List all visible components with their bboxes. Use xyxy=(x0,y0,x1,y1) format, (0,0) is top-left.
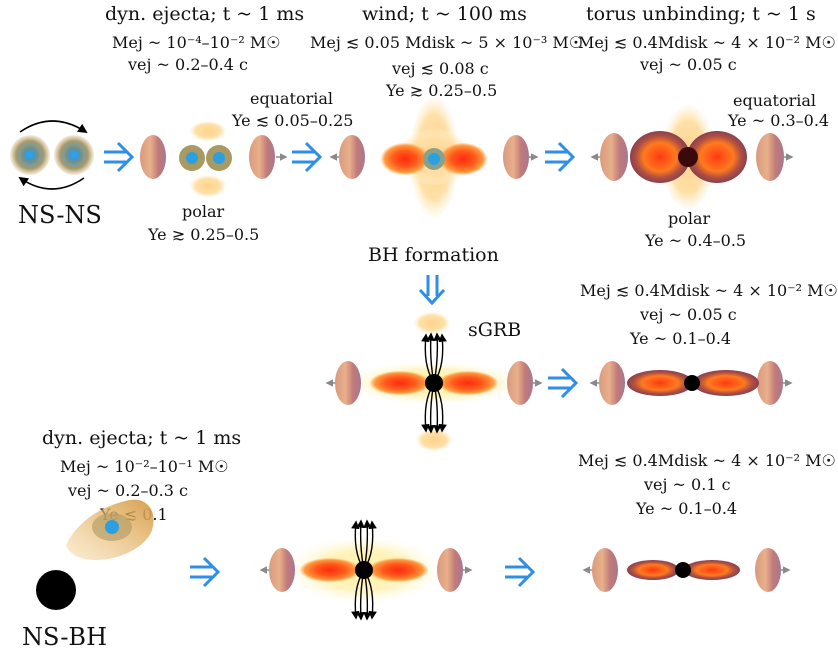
nsbh-dyn-vel: vej ~ 0.2–0.3 c xyxy=(68,481,188,500)
nsns-label: NS-NS xyxy=(18,201,102,229)
nsns-dyn-mass: Mej ~ 10⁻⁴–10⁻² M☉ xyxy=(112,33,281,52)
nsbh-dyn-title: dyn. ejecta; t ~ 1 ms xyxy=(42,427,242,449)
flow-arrow-5 xyxy=(188,556,220,588)
flow-arrow-1 xyxy=(102,141,134,173)
nsbh-bh-jet xyxy=(259,519,473,621)
flow-arrow-2 xyxy=(290,141,322,173)
sgrb-label: sGRB xyxy=(468,319,522,341)
wind-title: wind; t ~ 100 ms xyxy=(362,3,527,25)
bh-vel: vej ~ 0.05 c xyxy=(640,305,737,324)
polar1-ye: Ye ≳ 0.25–0.5 xyxy=(148,225,260,244)
equatorial1-label: equatorial xyxy=(250,89,334,108)
stage-dyn-ejecta xyxy=(140,121,288,197)
wind-ye: Ye ≳ 0.25–0.5 xyxy=(386,81,498,100)
equatorial2-label: equatorial xyxy=(733,91,817,110)
bh-formation-arrow xyxy=(418,275,446,306)
bh-formation-label: BH formation xyxy=(368,244,499,266)
torus-mass: Mej ≲ 0.4Mdisk ~ 4 × 10⁻² M☉ xyxy=(578,33,836,52)
equatorial2-ye: Ye ~ 0.3–0.4 xyxy=(728,111,830,130)
nsbh-dyn-mass: Mej ~ 10⁻²–10⁻¹ M☉ xyxy=(60,457,229,476)
wind-mass: Mej ≲ 0.05 Mdisk ~ 5 × 10⁻³ M☉ xyxy=(310,33,584,52)
stage-wind xyxy=(329,97,539,217)
wind-vel: vej ≲ 0.08 c xyxy=(392,59,489,78)
stage-torus xyxy=(590,105,794,209)
polar2-ye: Ye ~ 0.4–0.5 xyxy=(645,231,747,250)
polar2-label: polar xyxy=(668,209,711,228)
nsns-dyn-title: dyn. ejecta; t ~ 1 ms xyxy=(105,3,305,25)
nsbh-vel: vej ~ 0.1 c xyxy=(644,475,731,494)
flow-arrow-6 xyxy=(503,556,535,588)
torus-vel: vej ~ 0.05 c xyxy=(640,55,737,74)
stage-bh-jet xyxy=(325,312,543,451)
bh-ye: Ye ~ 0.1–0.4 xyxy=(630,329,732,348)
stage-bh-torus xyxy=(589,361,793,405)
flow-arrow-3 xyxy=(543,141,575,173)
nsbh-system xyxy=(36,499,154,610)
nsbh-mass: Mej ≲ 0.4Mdisk ~ 4 × 10⁻² M☉ xyxy=(578,451,836,470)
nsbh-torus xyxy=(582,548,791,592)
nsns-dyn-vel: vej ~ 0.2–0.4 c xyxy=(128,55,248,74)
equatorial1-ye: Ye ≲ 0.05–0.25 xyxy=(232,111,354,130)
flow-arrow-4 xyxy=(546,367,578,399)
nsbh-label: NS-BH xyxy=(22,623,107,651)
torus-title: torus unbinding; t ~ 1 s xyxy=(586,3,816,25)
nsns-binary xyxy=(10,120,94,190)
polar1-label: polar xyxy=(182,202,225,221)
nsbh-ye: Ye ~ 0.1–0.4 xyxy=(636,499,738,518)
bh-mass: Mej ≲ 0.4Mdisk ~ 4 × 10⁻² M☉ xyxy=(580,281,838,300)
